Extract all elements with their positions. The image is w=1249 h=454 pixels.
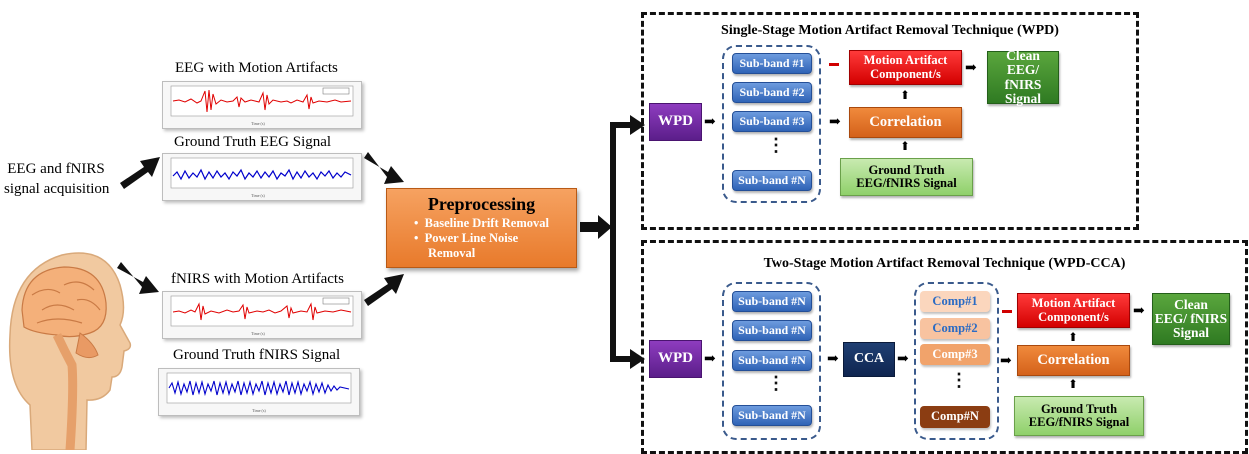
single-correlation-box: Correlation: [849, 107, 962, 138]
svg-text:Time (s): Time (s): [252, 408, 266, 413]
fnirs-motion-title: fNIRS with Motion Artifacts: [171, 271, 344, 287]
preprocessing-bullet-2-text: Power Line Noise: [424, 230, 519, 245]
single-artifact-line2: Component/s: [870, 66, 941, 81]
two-wpd-box: WPD: [649, 340, 702, 378]
preprocessing-box: Preprocessing • Baseline Drift Removal •…: [386, 188, 577, 268]
acquisition-label-line1: EEG and fNIRS: [7, 161, 105, 177]
component-group: [914, 282, 999, 440]
two-minus-sign: [1002, 310, 1012, 313]
single-subband-1: Sub-band #1: [732, 53, 812, 74]
two-subband-dots: ⋮: [767, 373, 785, 393]
single-gt-line2: EEG/fNIRS Signal: [856, 176, 957, 190]
two-clean-line3: Signal: [1172, 325, 1210, 341]
two-subband-3: Sub-band #N: [732, 350, 812, 371]
component-dots: ⋮: [950, 370, 968, 390]
component-n: Comp#N: [920, 406, 990, 428]
arrow-two-wpd-to-subbands: ➡: [704, 352, 716, 367]
single-clean-line2: EEG/ fNIRS: [1004, 62, 1042, 92]
two-gt-line2: EEG/fNIRS Signal: [1028, 415, 1130, 429]
fnirs-motion-plot: Time (s): [162, 291, 362, 339]
two-artifact-line1: Motion Artifact: [1031, 296, 1116, 311]
head-illustration: [8, 252, 132, 450]
arrow-two-artifact-to-clean: ➡: [1133, 304, 1145, 319]
preprocessing-bullet-2: • Power Line Noise: [414, 230, 519, 245]
two-correlation-box: Correlation: [1017, 345, 1130, 376]
single-subband-n: Sub-band #N: [732, 170, 812, 191]
arrow-fnirs-to-prep: [364, 274, 404, 306]
two-subband-2: Sub-band #N: [732, 320, 812, 341]
single-clean-line1: Clean: [1006, 48, 1040, 64]
two-gt-line1: Ground Truth: [1040, 401, 1118, 416]
arrow-subband-to-cca: ➡: [827, 352, 839, 367]
eeg-truth-plot: Time (s): [162, 153, 362, 201]
single-stage-panel: [641, 12, 1139, 230]
arrow-prep-to-split: [580, 215, 612, 239]
two-clean-line1: Clean: [1174, 296, 1208, 312]
arrow-subband-to-corr: ➡: [829, 115, 841, 130]
arrow-wpd-to-subbands: ➡: [704, 115, 716, 130]
arrow-two-gt-to-corr: ⬆: [1068, 377, 1079, 391]
eeg-truth-title: Ground Truth EEG Signal: [174, 134, 332, 150]
single-artifact-line1: Motion Artifact: [863, 53, 948, 68]
two-stage-title: Two-Stage Motion Artifact Removal Techni…: [763, 256, 1126, 271]
single-subband-group: [722, 45, 821, 203]
split-bracket: [610, 115, 645, 369]
single-wpd-box: WPD: [649, 103, 702, 141]
preprocessing-bullets: • Baseline Drift Removal • Power Line No…: [414, 216, 549, 261]
arrow-artifact-to-clean: ➡: [965, 61, 977, 76]
single-subband-2: Sub-band #2: [732, 82, 812, 103]
preprocessing-bullet-1-text: Baseline Drift Removal: [424, 215, 549, 230]
fnirs-motion-trace: Time (s): [170, 295, 354, 336]
arrow-gt-to-corr: ⬆: [900, 139, 911, 153]
svg-text:Time (s): Time (s): [251, 193, 265, 198]
component-1: Comp#1: [920, 291, 990, 312]
fnirs-truth-title: Ground Truth fNIRS Signal: [173, 347, 341, 363]
two-artifact-line2: Component/s: [1038, 309, 1109, 324]
eeg-motion-title: EEG with Motion Artifacts: [175, 60, 338, 76]
acquisition-label: EEG and fNIRS signal acquisition: [4, 160, 110, 199]
cca-box: CCA: [843, 342, 895, 377]
preprocessing-title: Preprocessing: [427, 194, 536, 215]
acquisition-label-line2: signal acquisition: [4, 180, 110, 197]
single-subband-3: Sub-band #3: [732, 111, 812, 132]
svg-text:Time (s): Time (s): [251, 331, 265, 336]
component-2: Comp#2: [920, 318, 990, 339]
preprocessing-bullet-1: • Baseline Drift Removal: [414, 215, 549, 230]
single-gt-line1: Ground Truth: [868, 162, 945, 177]
two-subband-1: Sub-band #N: [732, 291, 812, 312]
fnirs-truth-plot: Time (s): [158, 368, 360, 416]
preprocessing-bullet-2-text-cont: Removal: [428, 245, 476, 260]
single-clean-line3: Signal: [1004, 90, 1042, 106]
component-3: Comp#3: [920, 344, 990, 365]
arrow-two-corr-to-artifact: ⬆: [1068, 330, 1079, 344]
arrow-head-to-fnirs: [117, 262, 159, 294]
single-subband-dots: ⋮: [767, 135, 785, 155]
minus-sign: [829, 63, 839, 66]
eeg-truth-trace: Time (s): [170, 157, 354, 198]
arrow-corr-to-artifact: ⬆: [900, 88, 911, 102]
arrow-acq-to-eeg: [120, 157, 160, 189]
two-subband-n: Sub-band #N: [732, 405, 812, 426]
eeg-motion-plot: Time (s): [162, 81, 362, 129]
arrow-cca-to-comps: ➡: [897, 352, 909, 367]
fnirs-truth-trace: Time (s): [166, 372, 352, 413]
arrow-comp-to-corr: ➡: [1000, 354, 1012, 369]
two-clean-line2: EEG/ fNIRS: [1154, 310, 1228, 326]
arrow-eeg-to-prep: [364, 152, 404, 184]
two-subband-group: [722, 282, 821, 440]
single-stage-title: Single-Stage Motion Artifact Removal Tec…: [721, 23, 1059, 38]
svg-text:Time (s): Time (s): [251, 121, 265, 126]
eeg-motion-trace: Time (s): [170, 85, 354, 126]
